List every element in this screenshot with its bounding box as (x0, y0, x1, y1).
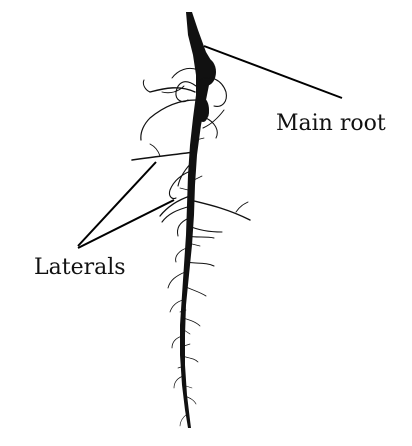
laterals-label: Laterals (34, 255, 126, 280)
leader-lines (77, 45, 343, 249)
laterals-leader-lower (77, 199, 175, 249)
main-root-leader (203, 45, 343, 99)
laterals-leader-upper (77, 161, 157, 247)
main-root-label: Main root (276, 111, 386, 136)
lateral-roots (131, 67, 251, 427)
